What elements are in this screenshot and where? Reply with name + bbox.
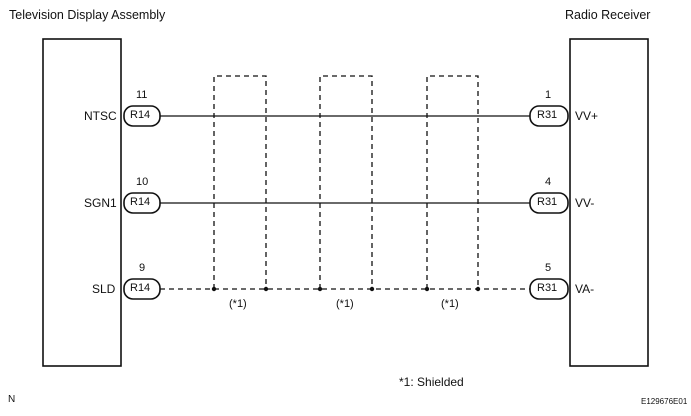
shield-mark: (*1): [229, 298, 247, 310]
connector-label-r14: R14: [130, 282, 151, 294]
connector-label-r31: R31: [537, 196, 558, 208]
connector-r14-sld: [123, 278, 161, 300]
connector-r31-vvplus: [529, 105, 569, 127]
label-va-minus: VA-: [575, 282, 595, 296]
radio-receiver-box: [569, 38, 649, 367]
figure-code: E129676E01: [641, 397, 688, 406]
shield-junction-dots: [211, 286, 481, 292]
connector-r14-sgn1: [123, 192, 161, 214]
pin-number-5: 5: [545, 262, 552, 274]
label-vv-minus: VV-: [575, 196, 595, 210]
connector-label-r31: R31: [537, 109, 558, 121]
corner-label-left: N: [8, 394, 16, 405]
pin-number-4: 4: [545, 176, 552, 188]
shield-box-1: [213, 75, 267, 289]
pin-number-11: 11: [136, 89, 148, 101]
pin-number-9: 9: [139, 262, 146, 274]
pin-number-10: 10: [136, 176, 149, 188]
left-component-title: Television Display Assembly: [9, 8, 166, 22]
shield-mark: (*1): [441, 298, 459, 310]
connector-label-r14: R14: [130, 109, 151, 121]
label-sgn1: SGN1: [84, 196, 117, 210]
connector-r31-vaminus: [529, 278, 569, 300]
shield-box-3: [426, 75, 479, 289]
right-component-title: Radio Receiver: [565, 8, 651, 22]
shield-mark: (*1): [336, 298, 354, 310]
connector-label-r31: R31: [537, 282, 558, 294]
shield-boxes: [213, 75, 479, 289]
label-ntsc: NTSC: [84, 109, 117, 123]
label-vv-plus: VV+: [575, 109, 599, 123]
connector-r14-ntsc: [123, 105, 161, 127]
shield-note: *1: Shielded: [399, 375, 464, 389]
label-sld: SLD: [92, 282, 116, 296]
pin-number-1: 1: [545, 89, 552, 101]
connector-r31-vvminus: [529, 192, 569, 214]
shield-box-2: [319, 75, 373, 289]
television-display-assembly-box: [42, 38, 122, 367]
connector-label-r14: R14: [130, 196, 151, 208]
